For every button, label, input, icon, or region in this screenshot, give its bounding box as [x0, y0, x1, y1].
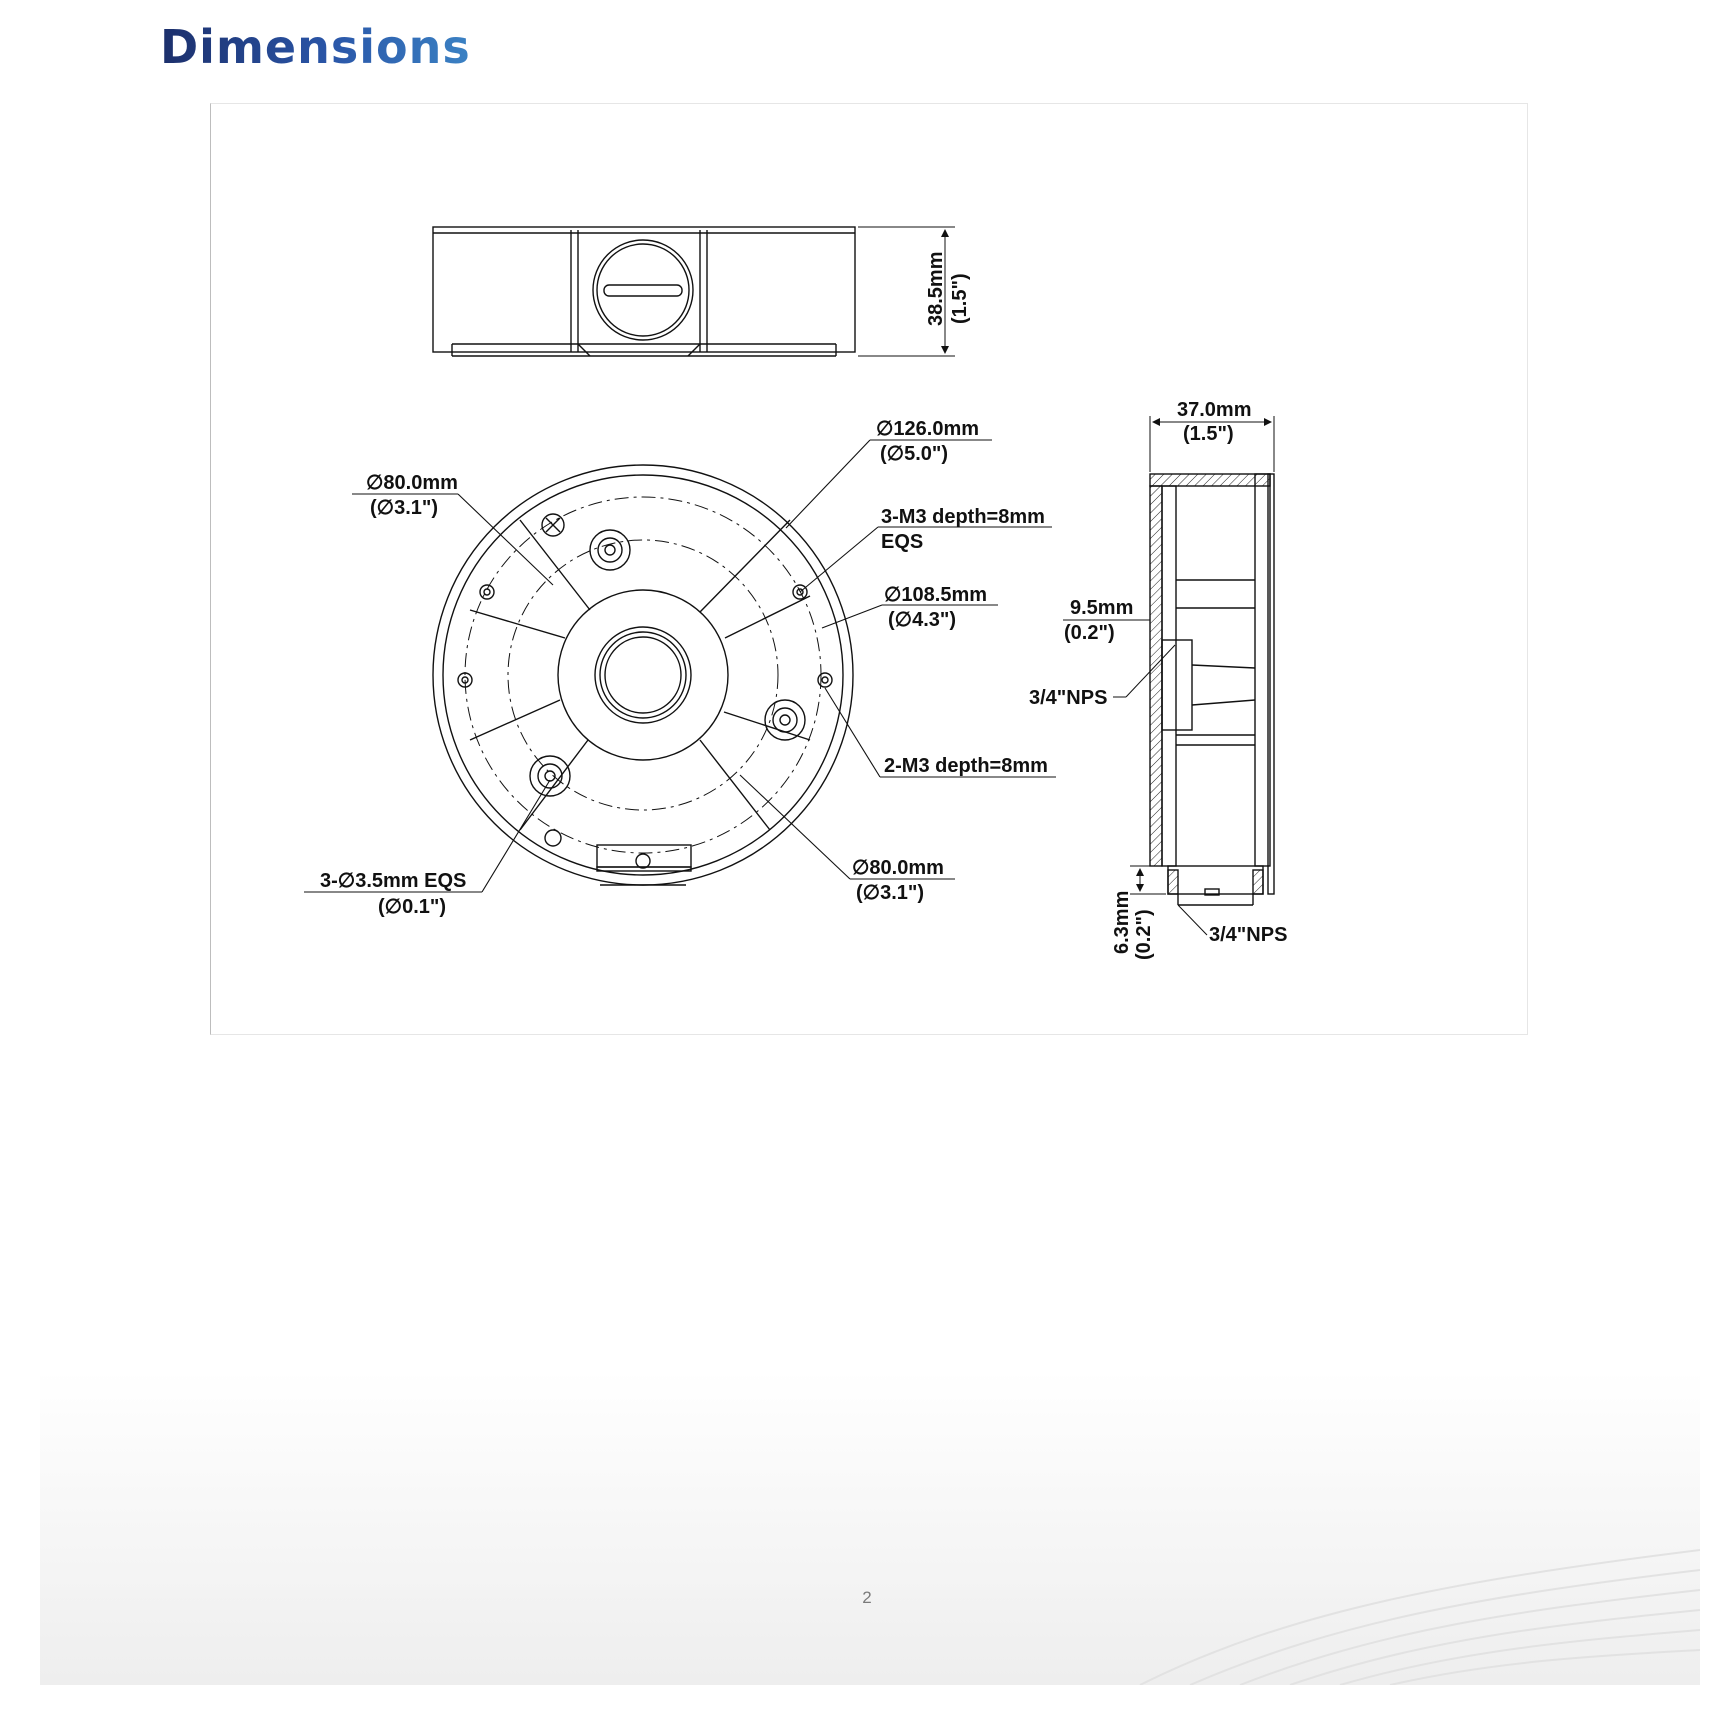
bottom-view-leaders [304, 439, 1056, 893]
section-depth-in: (1.5") [1183, 423, 1234, 445]
nps-side: 3/4"NPS [1029, 687, 1107, 709]
section-view [1063, 416, 1275, 936]
m3-3-eqs: EQS [881, 531, 923, 553]
side-height-mm: 38.5mm [925, 252, 947, 327]
inner-dia-br-in: (∅3.1") [856, 882, 924, 904]
bottom-view [432, 464, 854, 886]
side-view [432, 226, 955, 357]
section-depth-mm: 37.0mm [1177, 399, 1252, 421]
mid-dia-in: (∅4.3") [888, 609, 956, 631]
page-number: 2 [862, 1588, 872, 1607]
wall-in: (0.2") [1064, 622, 1115, 644]
inner-dia-br-mm: ∅80.0mm [852, 857, 944, 879]
nps-bottom: 3/4"NPS [1209, 924, 1287, 946]
wall-mm: 9.5mm [1070, 597, 1133, 619]
lip-mm: 6.3mm [1111, 891, 1133, 954]
holes-mm: 3-∅3.5mm EQS [320, 870, 466, 892]
page-title: Dimensions [160, 20, 471, 74]
holes-in: (∅0.1") [378, 896, 446, 918]
side-height-in: (1.5") [949, 273, 971, 324]
mid-dia-mm: ∅108.5mm [884, 584, 987, 606]
background-wave-graphic [40, 1370, 1700, 1685]
drawing-frame [210, 103, 1528, 1035]
lip-in: (0.2") [1133, 909, 1155, 960]
inner-dia-tl-in: (∅3.1") [370, 497, 438, 519]
outer-dia-mm: ∅126.0mm [876, 418, 979, 440]
m3-2-depth: 2-M3 depth=8mm [884, 755, 1048, 777]
m3-3-depth: 3-M3 depth=8mm [881, 506, 1045, 528]
inner-dia-tl-mm: ∅80.0mm [366, 472, 458, 494]
outer-dia-in: (∅5.0") [880, 443, 948, 465]
